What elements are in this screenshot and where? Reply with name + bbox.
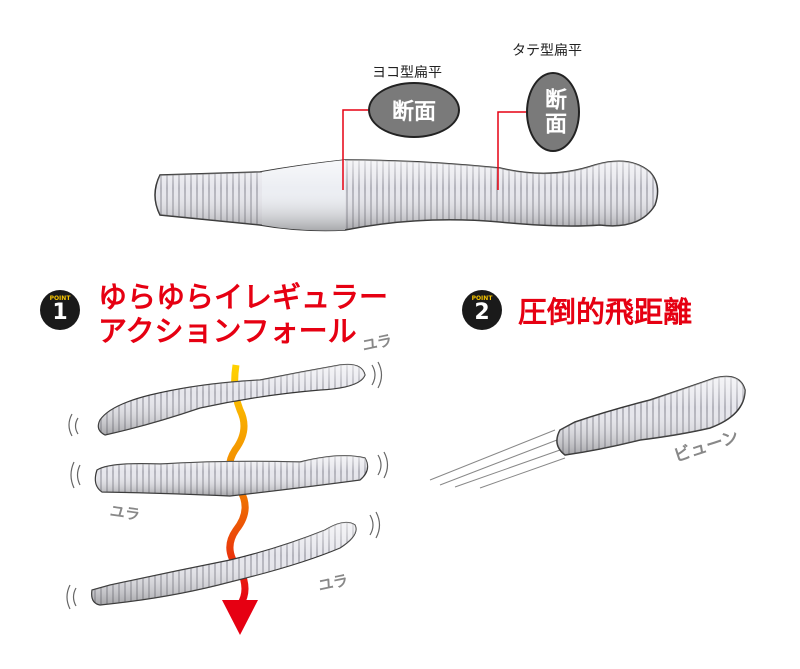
point1-badge-word: POINT: [49, 295, 71, 302]
vertical-flat-label: タテ型扁平: [512, 43, 582, 59]
point1-title: ゆらゆらイレギュラー アクションフォール: [98, 280, 388, 348]
fall-arrow-head: [222, 600, 258, 635]
horizontal-section-ellipse: 断面: [368, 82, 460, 138]
worm-top: [154, 159, 659, 232]
horizontal-section-text: 断面: [391, 100, 436, 125]
vertical-section-text: 断面: [541, 88, 566, 136]
point1-title-line1: ゆらゆらイレギュラー: [98, 280, 389, 314]
leader-line-vertical: [497, 111, 526, 190]
worm-fall-1: [97, 363, 366, 436]
sfx-yura-2: ユラ: [108, 501, 142, 524]
vertical-section-ellipse: 断面: [526, 72, 580, 152]
point2-badge-number: 2: [474, 300, 490, 325]
point1-title-line2: アクションフォール: [98, 314, 357, 348]
worm-fall-3: [91, 521, 357, 606]
worm-flying: [556, 375, 746, 456]
point2-badge: POINT 2: [462, 290, 502, 330]
point2-badge-word: POINT: [471, 295, 493, 302]
leader-line-horizontal: [342, 109, 368, 190]
horizontal-flat-label: ヨコ型扁平: [372, 65, 442, 81]
point1-badge: POINT 1: [40, 290, 80, 330]
point1-badge-number: 1: [52, 300, 68, 325]
speed-lines: [429, 429, 566, 489]
wiggle-marks: [66, 361, 389, 610]
worm-fall-2: [94, 455, 369, 497]
point2-title: 圧倒的飛距離: [518, 295, 693, 329]
